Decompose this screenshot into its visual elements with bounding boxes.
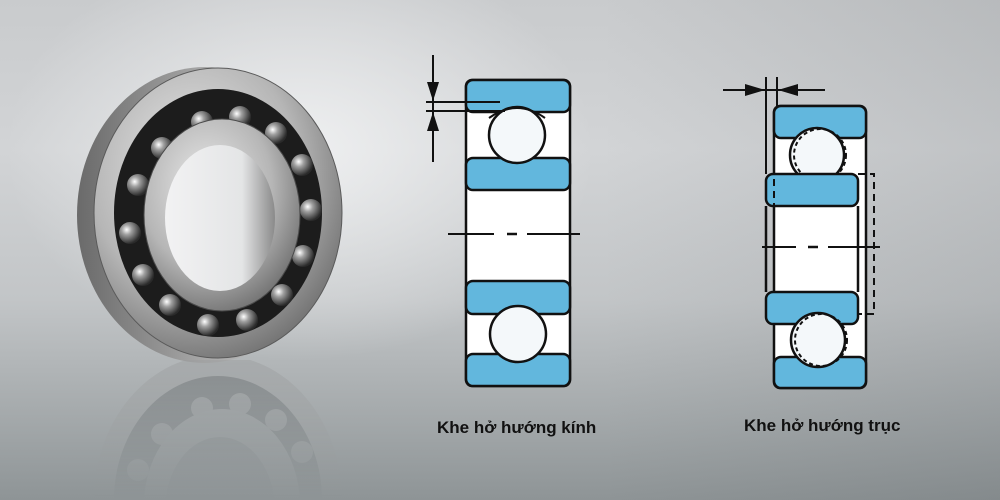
arrow-right-icon: [745, 84, 765, 96]
bearing-reflection: [94, 355, 342, 500]
arrow-down-icon: [427, 82, 439, 101]
bearing-main: [77, 67, 343, 363]
arrow-left-icon: [778, 84, 798, 96]
ball-bottom: [789, 311, 847, 369]
arrow-up-icon: [427, 112, 439, 131]
inner-ring-top: [764, 172, 860, 208]
ball-bottom: [488, 304, 548, 364]
caption-radial-clearance: Khe hở hướng kính: [437, 418, 597, 437]
caption-axial-clearance: Khe hở hướng trục: [744, 416, 901, 435]
